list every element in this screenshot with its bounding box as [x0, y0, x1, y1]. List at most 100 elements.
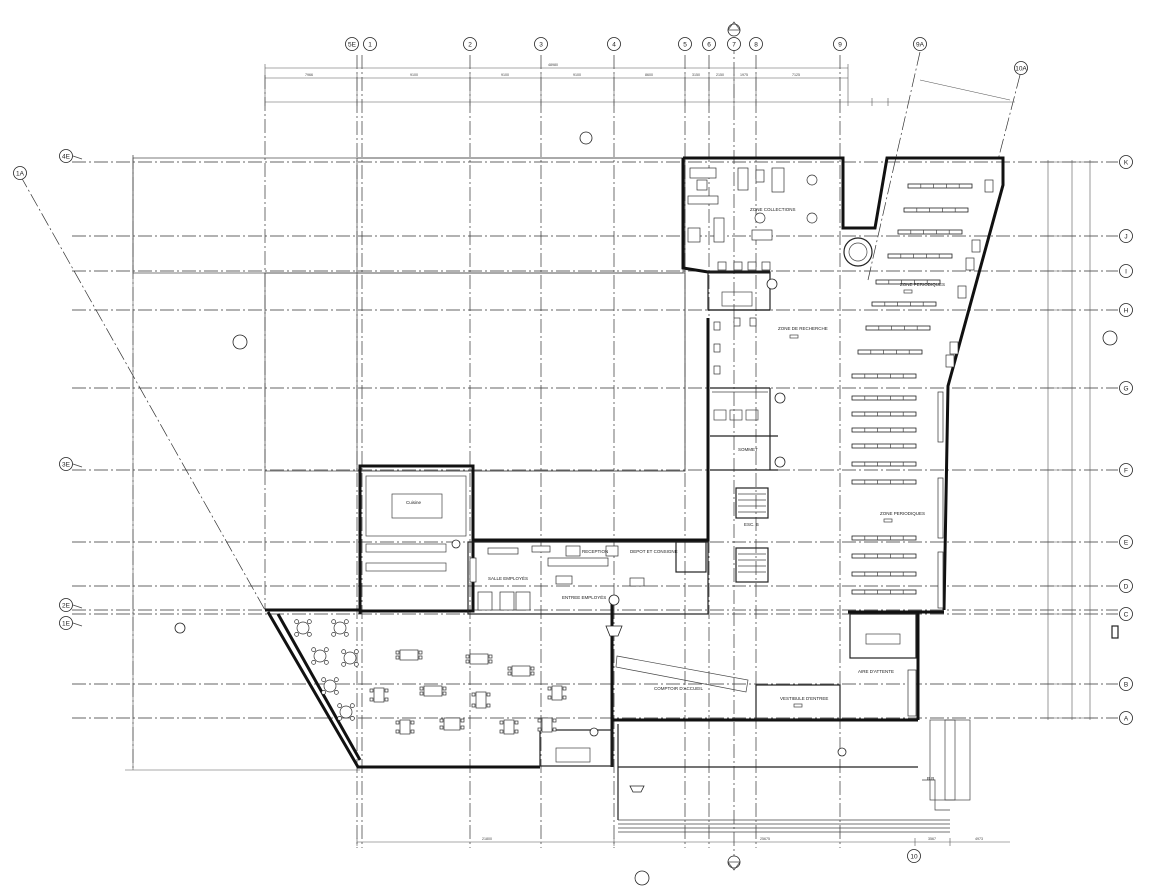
shelf: [851, 395, 917, 401]
cafe-table: [499, 719, 519, 735]
grid-bubble-right: E: [1119, 535, 1133, 549]
svg-text:D: D: [1124, 583, 1129, 590]
staff-tables: [469, 545, 645, 611]
shelf: [887, 253, 953, 259]
svg-text:I: I: [1125, 268, 1127, 275]
svg-text:F: F: [1124, 467, 1128, 474]
vertical-grid-lines: [19, 40, 1021, 860]
svg-text:B: B: [1124, 681, 1128, 688]
svg-text:J: J: [1124, 233, 1127, 240]
interior-partitions: [708, 309, 778, 471]
svg-text:2: 2: [468, 41, 472, 48]
grid-bubble-top: 5: [678, 37, 692, 51]
shelf: [851, 373, 917, 379]
dim-8: 1975: [740, 73, 748, 77]
dim-2: 9100: [410, 73, 418, 77]
grid-bubble-top: 4: [607, 37, 621, 51]
shelf: [851, 553, 917, 559]
dim-5: 8600: [645, 73, 653, 77]
grid-bubble-top: 1: [363, 37, 377, 51]
label-entree-employes: ENTREE EMPLOYÉS: [562, 594, 606, 600]
grid-bubble-top: 5E: [345, 37, 359, 51]
dim-overall: 48980: [548, 63, 558, 67]
grid-bubble-top: 8: [749, 37, 763, 51]
dim-6: 3150: [692, 73, 700, 77]
grid-bubble-right: D: [1119, 579, 1133, 593]
svg-text:9A: 9A: [916, 41, 925, 48]
cafe-table: [537, 717, 557, 733]
right-dimensions: [1044, 160, 1094, 720]
reception-ramp: [615, 655, 841, 720]
cafe-table: [395, 719, 415, 735]
shelf: [851, 589, 917, 595]
grid-bubble-right: G: [1119, 381, 1133, 395]
round-table: [337, 703, 355, 721]
svg-text:4: 4: [612, 41, 616, 48]
shelf: [851, 479, 917, 485]
svg-text:1A: 1A: [16, 170, 25, 177]
dim-1: 7966: [305, 73, 313, 77]
grid-bubble-right: C: [1119, 607, 1133, 621]
label-comptoir: COMPTOIR D'ACCUEIL: [654, 686, 704, 691]
grid-bubble-top: 6: [702, 37, 716, 51]
svg-text:A: A: [1124, 715, 1129, 722]
grid-bubble-right: J: [1119, 229, 1133, 243]
round-table: [341, 649, 359, 667]
round-table: [294, 619, 312, 637]
shelving: [851, 183, 973, 595]
svg-text:10: 10: [910, 853, 918, 860]
kitchen-block: [365, 475, 467, 572]
label-zone-collection: ZONE COLLECTIONS: [750, 207, 796, 212]
label-bb: B.B.: [927, 776, 936, 781]
cafe-table: [419, 685, 447, 697]
cafe-table: [369, 687, 389, 703]
dim-9: 7125: [792, 73, 800, 77]
svg-text:G: G: [1123, 385, 1128, 392]
label-cuisine: Cuisine: [406, 500, 422, 505]
grid-bubble-right: I: [1119, 264, 1133, 278]
svg-text:4E: 4E: [62, 153, 71, 160]
grid-bubble-top: 9A: [913, 37, 927, 51]
label-reception: RECEPTION: [582, 549, 608, 554]
grid-bubble-top: 7: [727, 37, 741, 51]
shelf: [865, 325, 931, 331]
dim-3: 9100: [501, 73, 509, 77]
shelf: [851, 411, 917, 417]
shelf: [907, 183, 973, 189]
dim-bottom-3: 3567: [928, 837, 936, 841]
svg-text:3E: 3E: [62, 461, 71, 468]
section-markers: [174, 21, 1118, 886]
svg-text:E: E: [1124, 539, 1129, 546]
svg-text:1: 1: [368, 41, 372, 48]
research-furniture: [713, 317, 757, 375]
svg-text:9: 9: [838, 41, 842, 48]
top-dimensions: 48980 7966 9100 9100 9100 8600 3150 2150…: [264, 63, 1015, 106]
dim-bottom-1: 21800: [482, 837, 492, 841]
svg-text:H: H: [1124, 307, 1129, 314]
cafe-table: [395, 649, 423, 661]
svg-text:1E: 1E: [62, 620, 71, 627]
existing-outline: [132, 157, 686, 472]
shelf: [857, 349, 923, 355]
round-table: [331, 619, 349, 637]
grid-bubble-top: 3: [534, 37, 548, 51]
grid-bubble-right: A: [1119, 711, 1133, 725]
shelf: [875, 279, 941, 285]
label-zone-periodiques: ZONE PERIODIQUES: [880, 511, 925, 516]
grid-bubble-right: K: [1119, 155, 1133, 169]
dim-bottom-4: 4973: [975, 837, 983, 841]
grid-bubble-left: 3E: [59, 457, 83, 471]
cafe-table: [547, 685, 567, 701]
svg-text:7: 7: [732, 41, 736, 48]
grid-bubble-bottom: 10: [907, 849, 921, 863]
grid-bubble-left: 2E: [59, 598, 83, 612]
label-zone-recherche: ZONE DE RECHERCHE: [778, 326, 828, 331]
svg-text:5: 5: [683, 41, 687, 48]
round-table: [321, 677, 339, 695]
dim-bottom-2: 25675: [760, 837, 770, 841]
svg-text:5E: 5E: [348, 41, 357, 48]
shelf: [897, 229, 963, 235]
label-sommet: SOMMET: [738, 447, 758, 452]
grid-bubble-left: 4E: [59, 149, 83, 163]
